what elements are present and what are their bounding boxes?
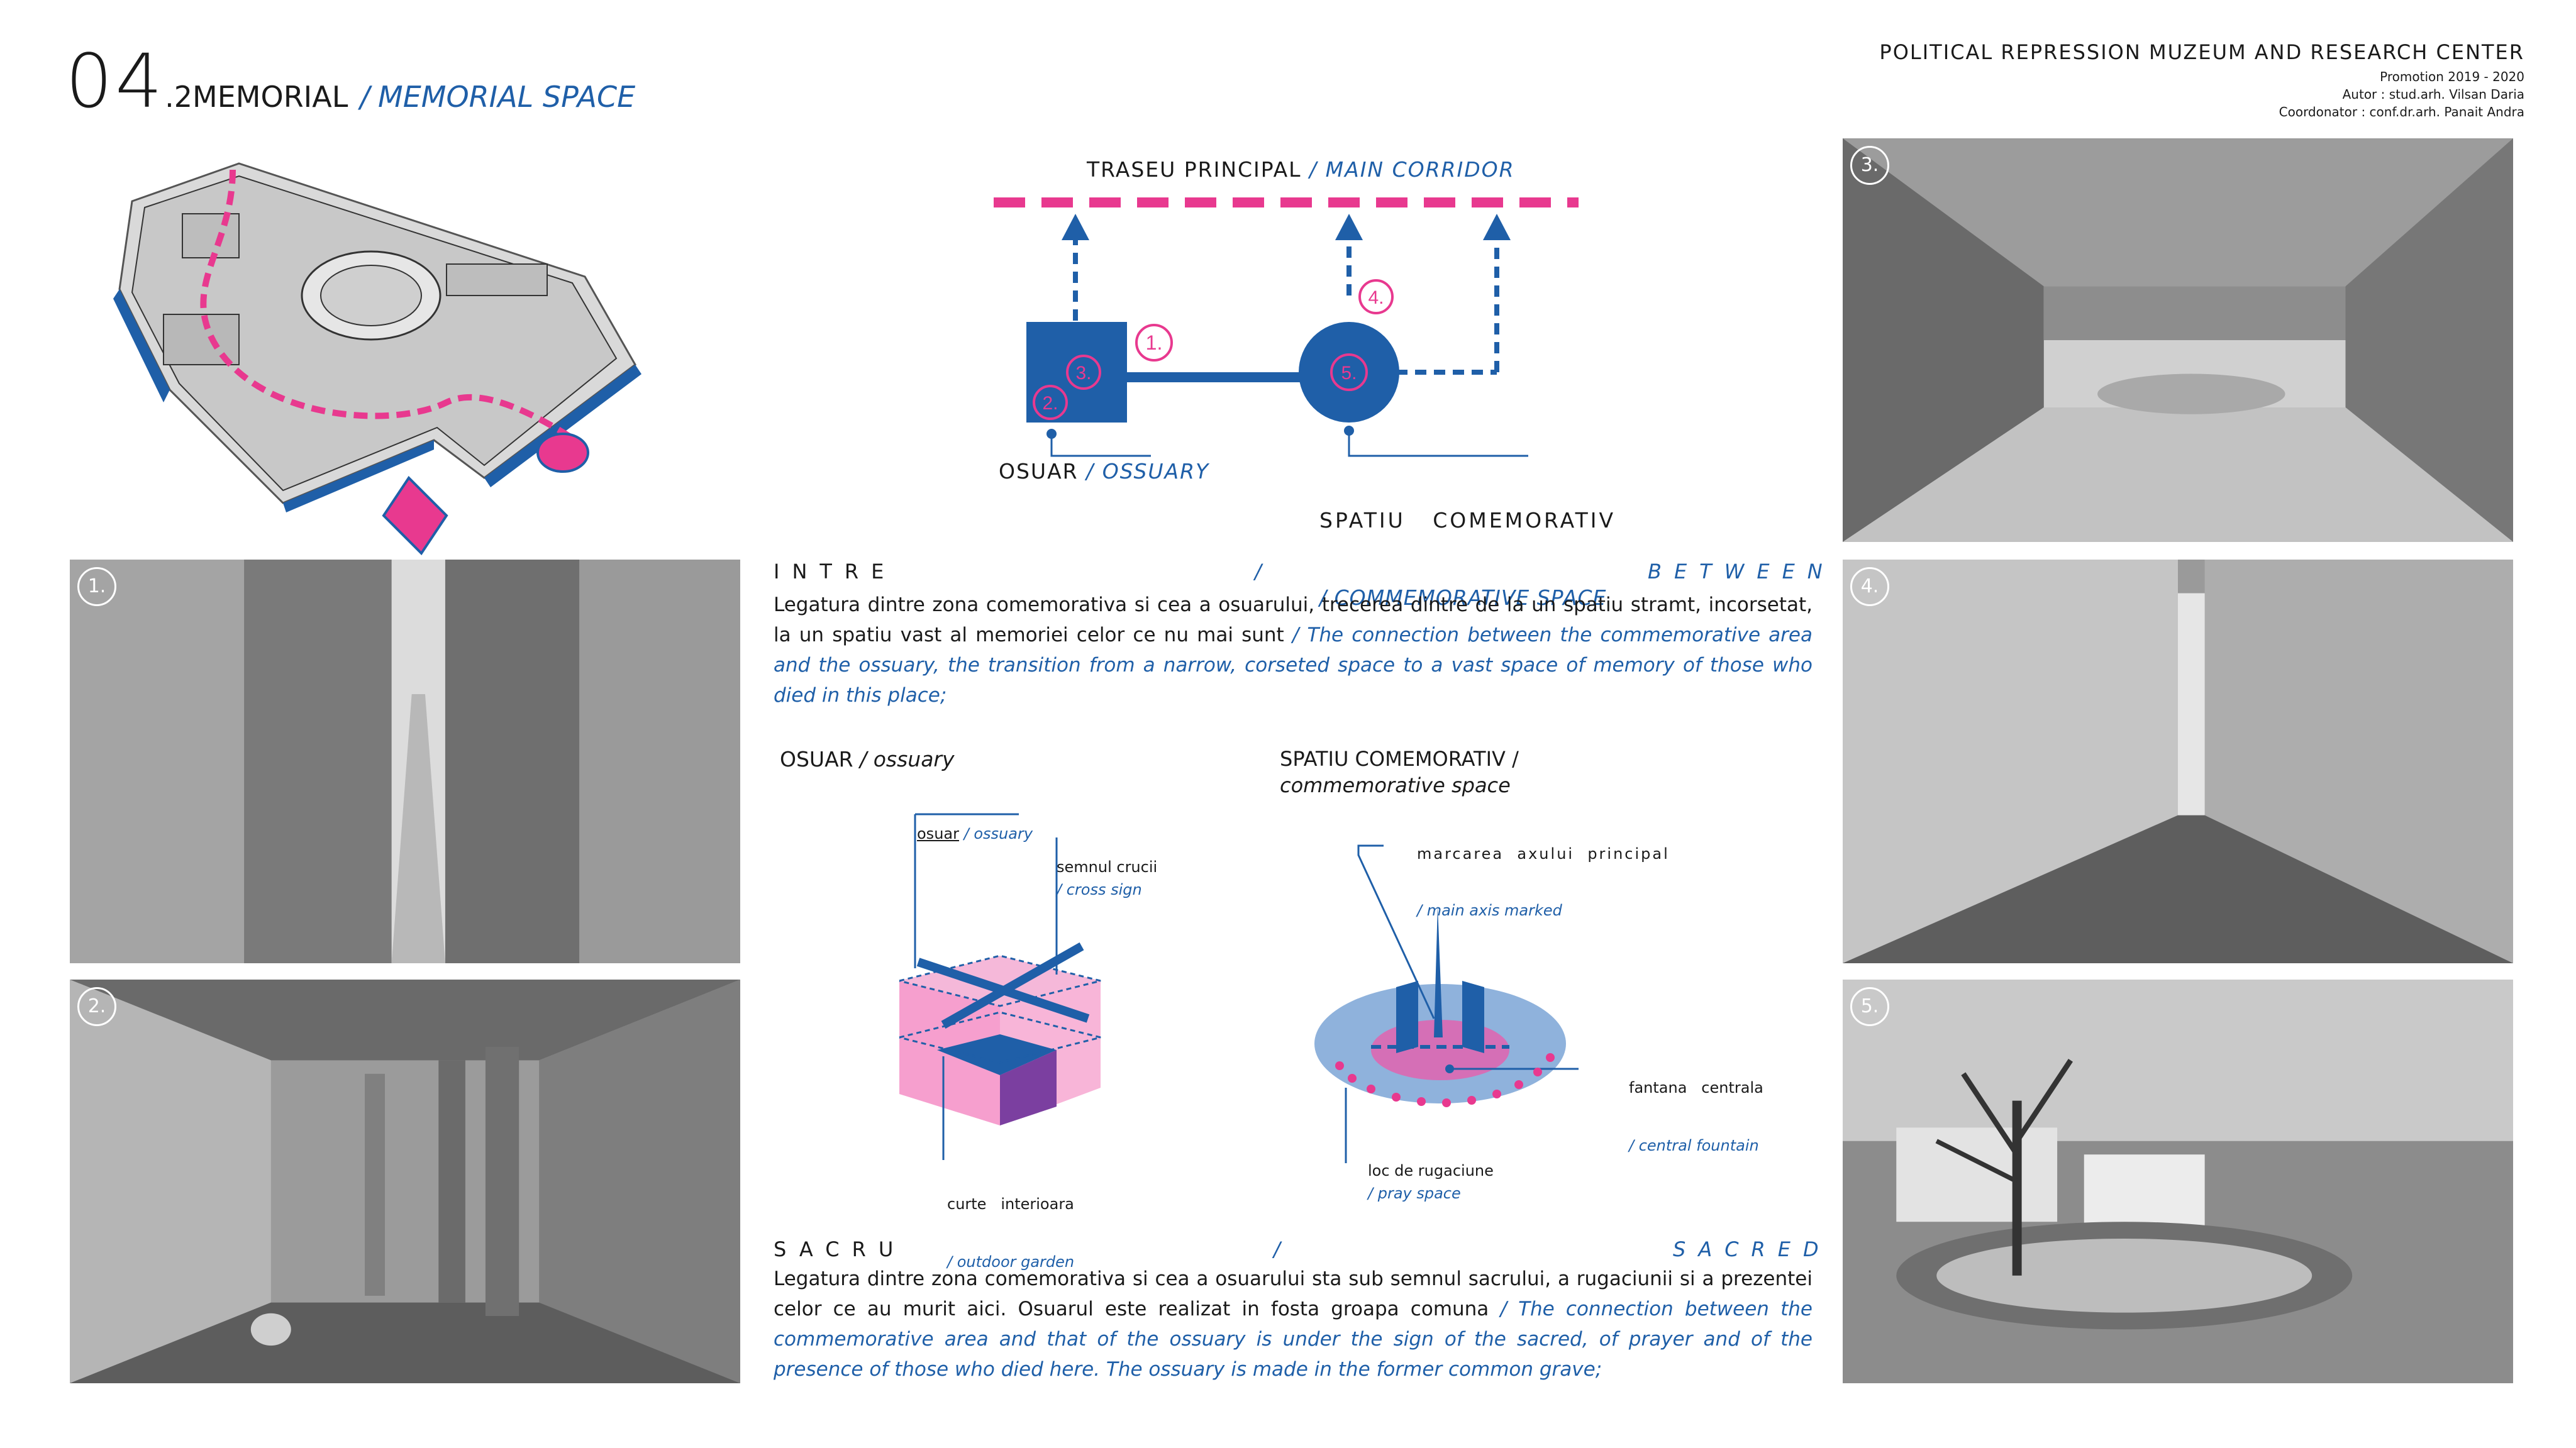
intre-ro-text: Legatura dintre zona comemorativa si cea…	[774, 594, 1813, 646]
inner-courtyard	[937, 1034, 1057, 1075]
ossuary-label: OSUAR / OSSUARY	[999, 459, 1209, 484]
osuar-axonometric	[899, 813, 1101, 1160]
page-title: 04.2MEMORIAL / MEMORIAL SPACE	[65, 38, 636, 124]
section-number: 04	[65, 38, 165, 124]
osuar-label-garden: curte interioara / outdoor garden	[947, 1160, 1074, 1288]
osuar-label-ossuary: osuar / ossuary	[917, 825, 1033, 843]
comm-axonometric	[1314, 844, 1579, 1163]
photo-4-narrow-passage: 4.	[1843, 560, 2513, 963]
comm-l1-en: / main axis marked	[1417, 902, 1562, 919]
commemorative-en: / COMMEMORATIVE SPACE	[1319, 585, 1607, 610]
corridor-ro: TRASEU PRINCIPAL	[1087, 157, 1302, 182]
intre-en-text: / The connection between the commemorati…	[774, 624, 1813, 707]
photo-badge: 4.	[1850, 567, 1889, 606]
intre-separator: /	[1255, 560, 1262, 583]
photo-badge: 3.	[1850, 146, 1889, 185]
osuar-label-cross: semnul crucii / cross sign	[1057, 858, 1157, 898]
photo-badge: 1.	[77, 567, 116, 606]
main-axis-spire	[1434, 905, 1443, 1037]
ossuary-ro: OSUAR	[999, 459, 1079, 484]
site-blocks	[113, 162, 641, 512]
intre-paragraph: Legatura dintre zona comemorativa si cea…	[774, 590, 1813, 710]
scheme-n1: 1.	[1146, 331, 1163, 354]
cross-sign-b	[941, 942, 1084, 1029]
scheme-n5: 5.	[1341, 363, 1357, 384]
photo-badge: 2.	[77, 987, 116, 1026]
photo-1-corridor: 1.	[70, 560, 740, 963]
photo-badge: 5.	[1850, 987, 1889, 1026]
comm-l1-ro: marcarea axului principal	[1417, 845, 1670, 863]
scheme-n4: 4.	[1368, 287, 1384, 308]
commemorative-label: SPATIU COMEMORATIV / COMMEMORATIVE SPACE	[1319, 459, 1616, 634]
corridor-en: / MAIN CORRIDOR	[1309, 157, 1515, 182]
commemorative-marker	[536, 433, 589, 473]
photo-3-courtyard: 3.	[1843, 138, 2513, 542]
comm-l3-en: / pray space	[1368, 1185, 1461, 1202]
comm-l3-ro: loc de rugaciune	[1368, 1162, 1494, 1180]
comm-title-en: commemorative space	[1280, 773, 1511, 797]
ossuary-block	[1026, 322, 1127, 423]
osuar-title-ro: OSUAR	[780, 747, 853, 771]
arrow-head-commemorative	[1335, 214, 1363, 240]
osuar-l1-ro: osuar	[917, 825, 959, 843]
ossuary-en: / OSSUARY	[1086, 459, 1210, 484]
title-english: MEMORIAL SPACE	[378, 80, 636, 114]
site-axonometric	[113, 162, 641, 556]
main-corridor-path	[200, 169, 587, 450]
osuar-l2-en: / cross sign	[1057, 881, 1142, 898]
comm-l2-en: / central fountain	[1629, 1137, 1759, 1154]
intre-en-heading: BETWEEN	[1648, 560, 1835, 583]
arrow-head-secondary	[1483, 214, 1511, 240]
commemorative-ro: SPATIU COMEMORATIV	[1319, 508, 1616, 533]
comm-l2-ro: fantana centrala	[1629, 1079, 1763, 1097]
circulation-scheme: 1. 2. 3. 4. 5.	[994, 197, 1579, 457]
project-info: POLITICAL REPRESSION MUZEUM AND RESEARCH…	[1770, 40, 2524, 119]
author: Autor : stud.arh. Vilsan Daria	[2342, 87, 2524, 102]
sacru-en-heading: SACRED	[1673, 1237, 1831, 1261]
comm-label-axis: marcarea axului principal / main axis ma…	[1417, 810, 1670, 937]
ossuary-marker	[382, 475, 448, 556]
pray-spaces	[1335, 1053, 1555, 1107]
scheme-n2: 2.	[1042, 393, 1058, 414]
promotion: Promotion 2019 - 2020	[2380, 69, 2524, 84]
osuar-l3-en: / outdoor garden	[947, 1253, 1075, 1271]
comm-title-ro: SPATIU COMEMORATIV /	[1280, 747, 1519, 771]
sacru-separator: /	[1274, 1237, 1280, 1261]
intre-ro-heading: INTRE	[774, 560, 897, 583]
title-separator: /	[360, 80, 370, 114]
coordinator: Coordonator : conf.dr.arh. Panait Andra	[2279, 104, 2524, 119]
osuar-diagram-title: OSUAR / ossuary	[780, 747, 955, 771]
sacru-en-text: / The connection between the commemorati…	[774, 1298, 1813, 1381]
osuar-l3-ro: curte interioara	[947, 1195, 1074, 1213]
sacru-ro-text: Legatura dintre zona comemorativa si cea…	[774, 1268, 1813, 1320]
comm-label-fountain: fantana centrala / central fountain	[1629, 1044, 1763, 1172]
osuar-l2-ro: semnul crucii	[1057, 858, 1158, 876]
sacru-ro-heading: SACRU	[774, 1237, 906, 1261]
sacru-paragraph: Legatura dintre zona comemorativa si cea…	[774, 1264, 1813, 1384]
scheme-n3: 3.	[1075, 363, 1091, 384]
comm-diagram-title: SPATIU COMEMORATIV / commemorative space	[1280, 747, 1519, 797]
comm-label-pray: loc de rugaciune / pray space	[1368, 1162, 1494, 1202]
photo-2-ossuary: 2.	[70, 980, 740, 1383]
project-title: POLITICAL REPRESSION MUZEUM AND RESEARCH…	[1879, 40, 2524, 64]
corridor-label: TRASEU PRINCIPAL / MAIN CORRIDOR	[1087, 157, 1515, 182]
osuar-l1-en: / ossuary	[963, 825, 1033, 843]
arrow-head-ossuary	[1062, 214, 1089, 240]
osuar-title-en: / ossuary	[860, 747, 955, 771]
commemorative-circle	[1299, 322, 1399, 423]
photo-5-memorial-tree: 5.	[1843, 980, 2513, 1383]
section-subtitle: .2MEMORIAL	[165, 80, 348, 114]
